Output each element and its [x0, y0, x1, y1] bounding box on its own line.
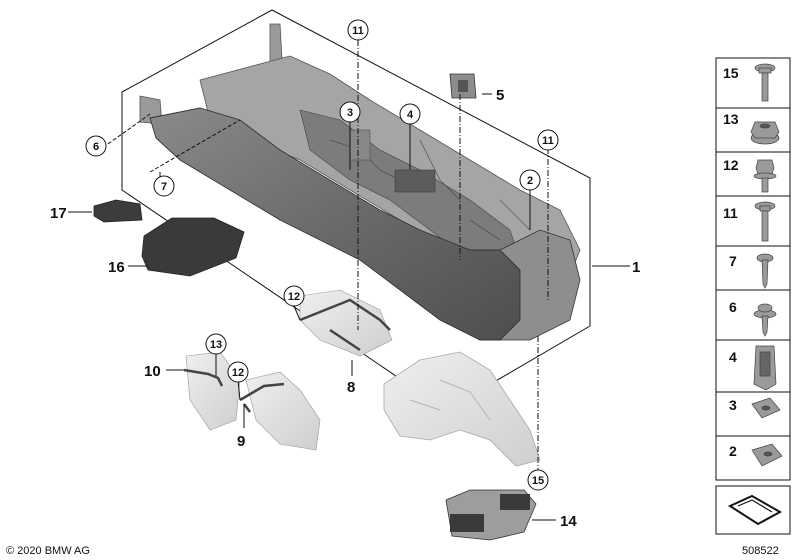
- clip-part-5: [449, 73, 477, 99]
- nut-13-icon: [750, 121, 780, 145]
- callout-6: 6: [85, 135, 107, 157]
- callout-14: 14: [560, 513, 577, 530]
- callout-11b: 11: [537, 129, 559, 151]
- legend-label-4: 7: [729, 253, 737, 269]
- callout-15: 15: [527, 469, 549, 491]
- legend-label-1: 13: [723, 111, 739, 127]
- callout-10: 10: [144, 363, 161, 380]
- callout-8: 8: [347, 379, 355, 396]
- callout-2: 2: [519, 169, 541, 191]
- assembly-frame: [121, 9, 591, 411]
- legend-label-2: 12: [723, 157, 739, 173]
- callout-5: 5: [496, 87, 504, 104]
- callout-4: 4: [399, 103, 421, 125]
- legend-label-5: 6: [729, 299, 737, 315]
- center-console: [139, 23, 581, 341]
- nut-clip-3-icon: [751, 397, 781, 419]
- air-duct: [383, 351, 541, 467]
- callout-12a: 12: [283, 285, 305, 307]
- diagram-number: 508522: [742, 545, 779, 557]
- clip-4-icon: [753, 345, 777, 391]
- callout-2-text: 2: [527, 175, 533, 187]
- callout-7-text: 7: [161, 181, 167, 193]
- callout-13: 13: [205, 333, 227, 355]
- screw-7-icon: [756, 253, 774, 289]
- callout-16: 16: [108, 259, 125, 276]
- callout-12a-text: 12: [288, 291, 300, 303]
- pad-part-17: [93, 199, 143, 223]
- legend-label-6: 4: [729, 349, 737, 365]
- callout-12b-text: 12: [232, 367, 244, 379]
- callout-11a-text: 11: [352, 25, 364, 37]
- callout-3-text: 3: [347, 107, 353, 119]
- legend-label-0: 15: [723, 65, 739, 81]
- nut-clip-2-icon: [751, 443, 783, 467]
- callout-6-text: 6: [93, 141, 99, 153]
- callout-13-text: 13: [210, 339, 222, 351]
- legend-label-7: 3: [729, 397, 737, 413]
- bracket-part-10: [183, 351, 241, 431]
- screw-6-icon: [753, 303, 777, 337]
- vent-part-14: [445, 489, 537, 541]
- bolt-15-icon: [754, 63, 776, 102]
- callout-3: 3: [339, 101, 361, 123]
- bolt-12-icon: [753, 159, 777, 193]
- legend-label-3: 11: [723, 205, 738, 221]
- bracket-part-8: [299, 289, 393, 357]
- bracket-part-9: [239, 371, 321, 451]
- copyright-notice: © 2020 BMW AG: [6, 545, 90, 557]
- hardware-legend: 15 13 12 11 7 6 4 3 2: [715, 57, 791, 535]
- callout-11b-text: 11: [542, 135, 554, 147]
- assembly-symbol-icon: [727, 494, 783, 526]
- callout-7: 7: [153, 175, 175, 197]
- callout-17: 17: [50, 205, 67, 222]
- bolt-11-icon: [754, 201, 776, 242]
- callout-12b: 12: [227, 361, 249, 383]
- callout-11a: 11: [347, 19, 369, 41]
- callout-1: 1: [632, 259, 640, 276]
- legend-label-8: 2: [729, 443, 737, 459]
- mat-part-16: [141, 217, 245, 277]
- callout-15-text: 15: [532, 475, 544, 487]
- callout-4-text: 4: [407, 109, 414, 121]
- callout-9: 9: [237, 433, 245, 450]
